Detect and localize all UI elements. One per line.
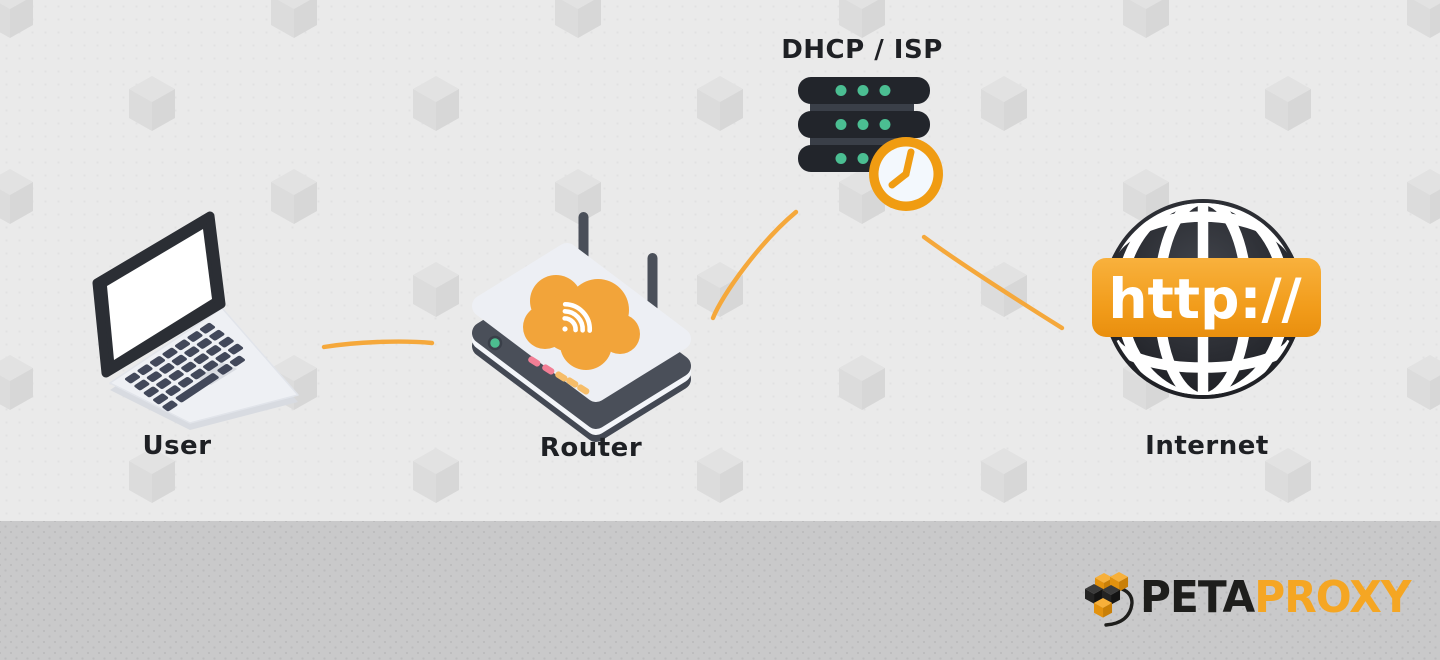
logo-wordmark: PETAPROXY (1140, 576, 1411, 620)
connection-line-user-router (321, 339, 435, 350)
connection-line-router-dhcp (710, 209, 799, 321)
node-label-user: User (142, 431, 212, 461)
http-banner: http:// (1092, 258, 1321, 337)
node-label-internet: Internet (1145, 431, 1269, 461)
wifi-waves-icon (562, 301, 593, 333)
router-power-led (487, 335, 503, 351)
node-label-dhcp-isp: DHCP / ISP (781, 35, 943, 65)
laptop-screen (107, 229, 212, 360)
connection-line-dhcp-internet (921, 234, 1065, 331)
cubes-cluster-icon (1085, 572, 1134, 627)
http-banner-text: http:// (1108, 267, 1302, 331)
node-label-router: Router (539, 433, 643, 463)
laptop-icon (92, 211, 299, 430)
clock-icon (869, 137, 943, 211)
router-status-leds (528, 356, 590, 395)
wifi-router-icon (472, 212, 691, 442)
petaproxy-logo: PETAPROXY (1084, 567, 1422, 629)
server-stack-icon (798, 77, 943, 211)
cloud-wifi-icon (523, 275, 640, 370)
logo-text-peta: PETA (1140, 572, 1255, 623)
globe-icon: http:// (1092, 199, 1321, 399)
laptop-keyboard (124, 322, 246, 412)
footer-band: PETAPROXY (0, 521, 1440, 660)
logo-text-proxy: PROXY (1254, 572, 1411, 623)
connection-lines (321, 209, 1065, 350)
